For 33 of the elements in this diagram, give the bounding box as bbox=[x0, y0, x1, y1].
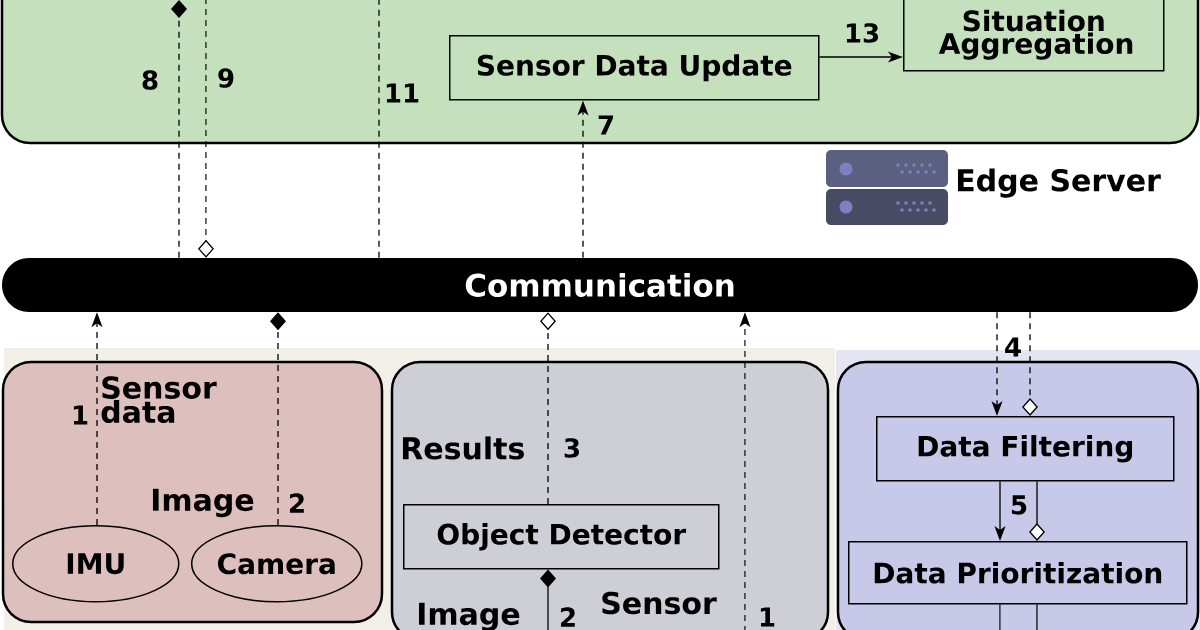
edge-label: 4 bbox=[1005, 337, 1021, 357]
process-box: Data Prioritization bbox=[848, 541, 1188, 605]
flow-label: Sensor bbox=[602, 591, 717, 615]
process-box: Sensor Data Update bbox=[449, 35, 820, 101]
edge-label: 13 bbox=[846, 23, 879, 43]
arrow bbox=[171, 0, 187, 259]
arrow bbox=[1022, 311, 1038, 416]
edge-label: 1 bbox=[760, 607, 775, 627]
arrow bbox=[1029, 480, 1045, 541]
process-box: Data Filtering bbox=[876, 416, 1175, 482]
arrow bbox=[540, 312, 556, 505]
panel-title: Edge Server bbox=[957, 168, 1161, 198]
panel bbox=[390, 360, 830, 630]
process-box: Situation Aggregation bbox=[903, 0, 1165, 72]
edge-label: 9 bbox=[218, 68, 234, 88]
process-box: Object Detector bbox=[403, 504, 720, 570]
flow-label: Sensor data bbox=[101, 376, 217, 424]
panel bbox=[1, 360, 384, 624]
arrow bbox=[198, 0, 214, 258]
arrow bbox=[540, 569, 556, 630]
panel bbox=[836, 360, 1200, 630]
edge-label: 3 bbox=[564, 438, 579, 458]
flow-label: Image bbox=[152, 488, 254, 518]
edge-label: 11 bbox=[386, 83, 419, 103]
edge-label: 2 bbox=[561, 607, 575, 627]
arrow bbox=[270, 312, 286, 526]
edge-label: 1 bbox=[73, 405, 88, 425]
communication-bus: Communication bbox=[2, 258, 1198, 312]
edge-label: 5 bbox=[1011, 495, 1027, 515]
edge-label: 8 bbox=[142, 70, 158, 90]
edge-label: 2 bbox=[290, 493, 304, 513]
edge-label: 7 bbox=[598, 115, 613, 135]
flow-label: Results bbox=[402, 436, 524, 460]
